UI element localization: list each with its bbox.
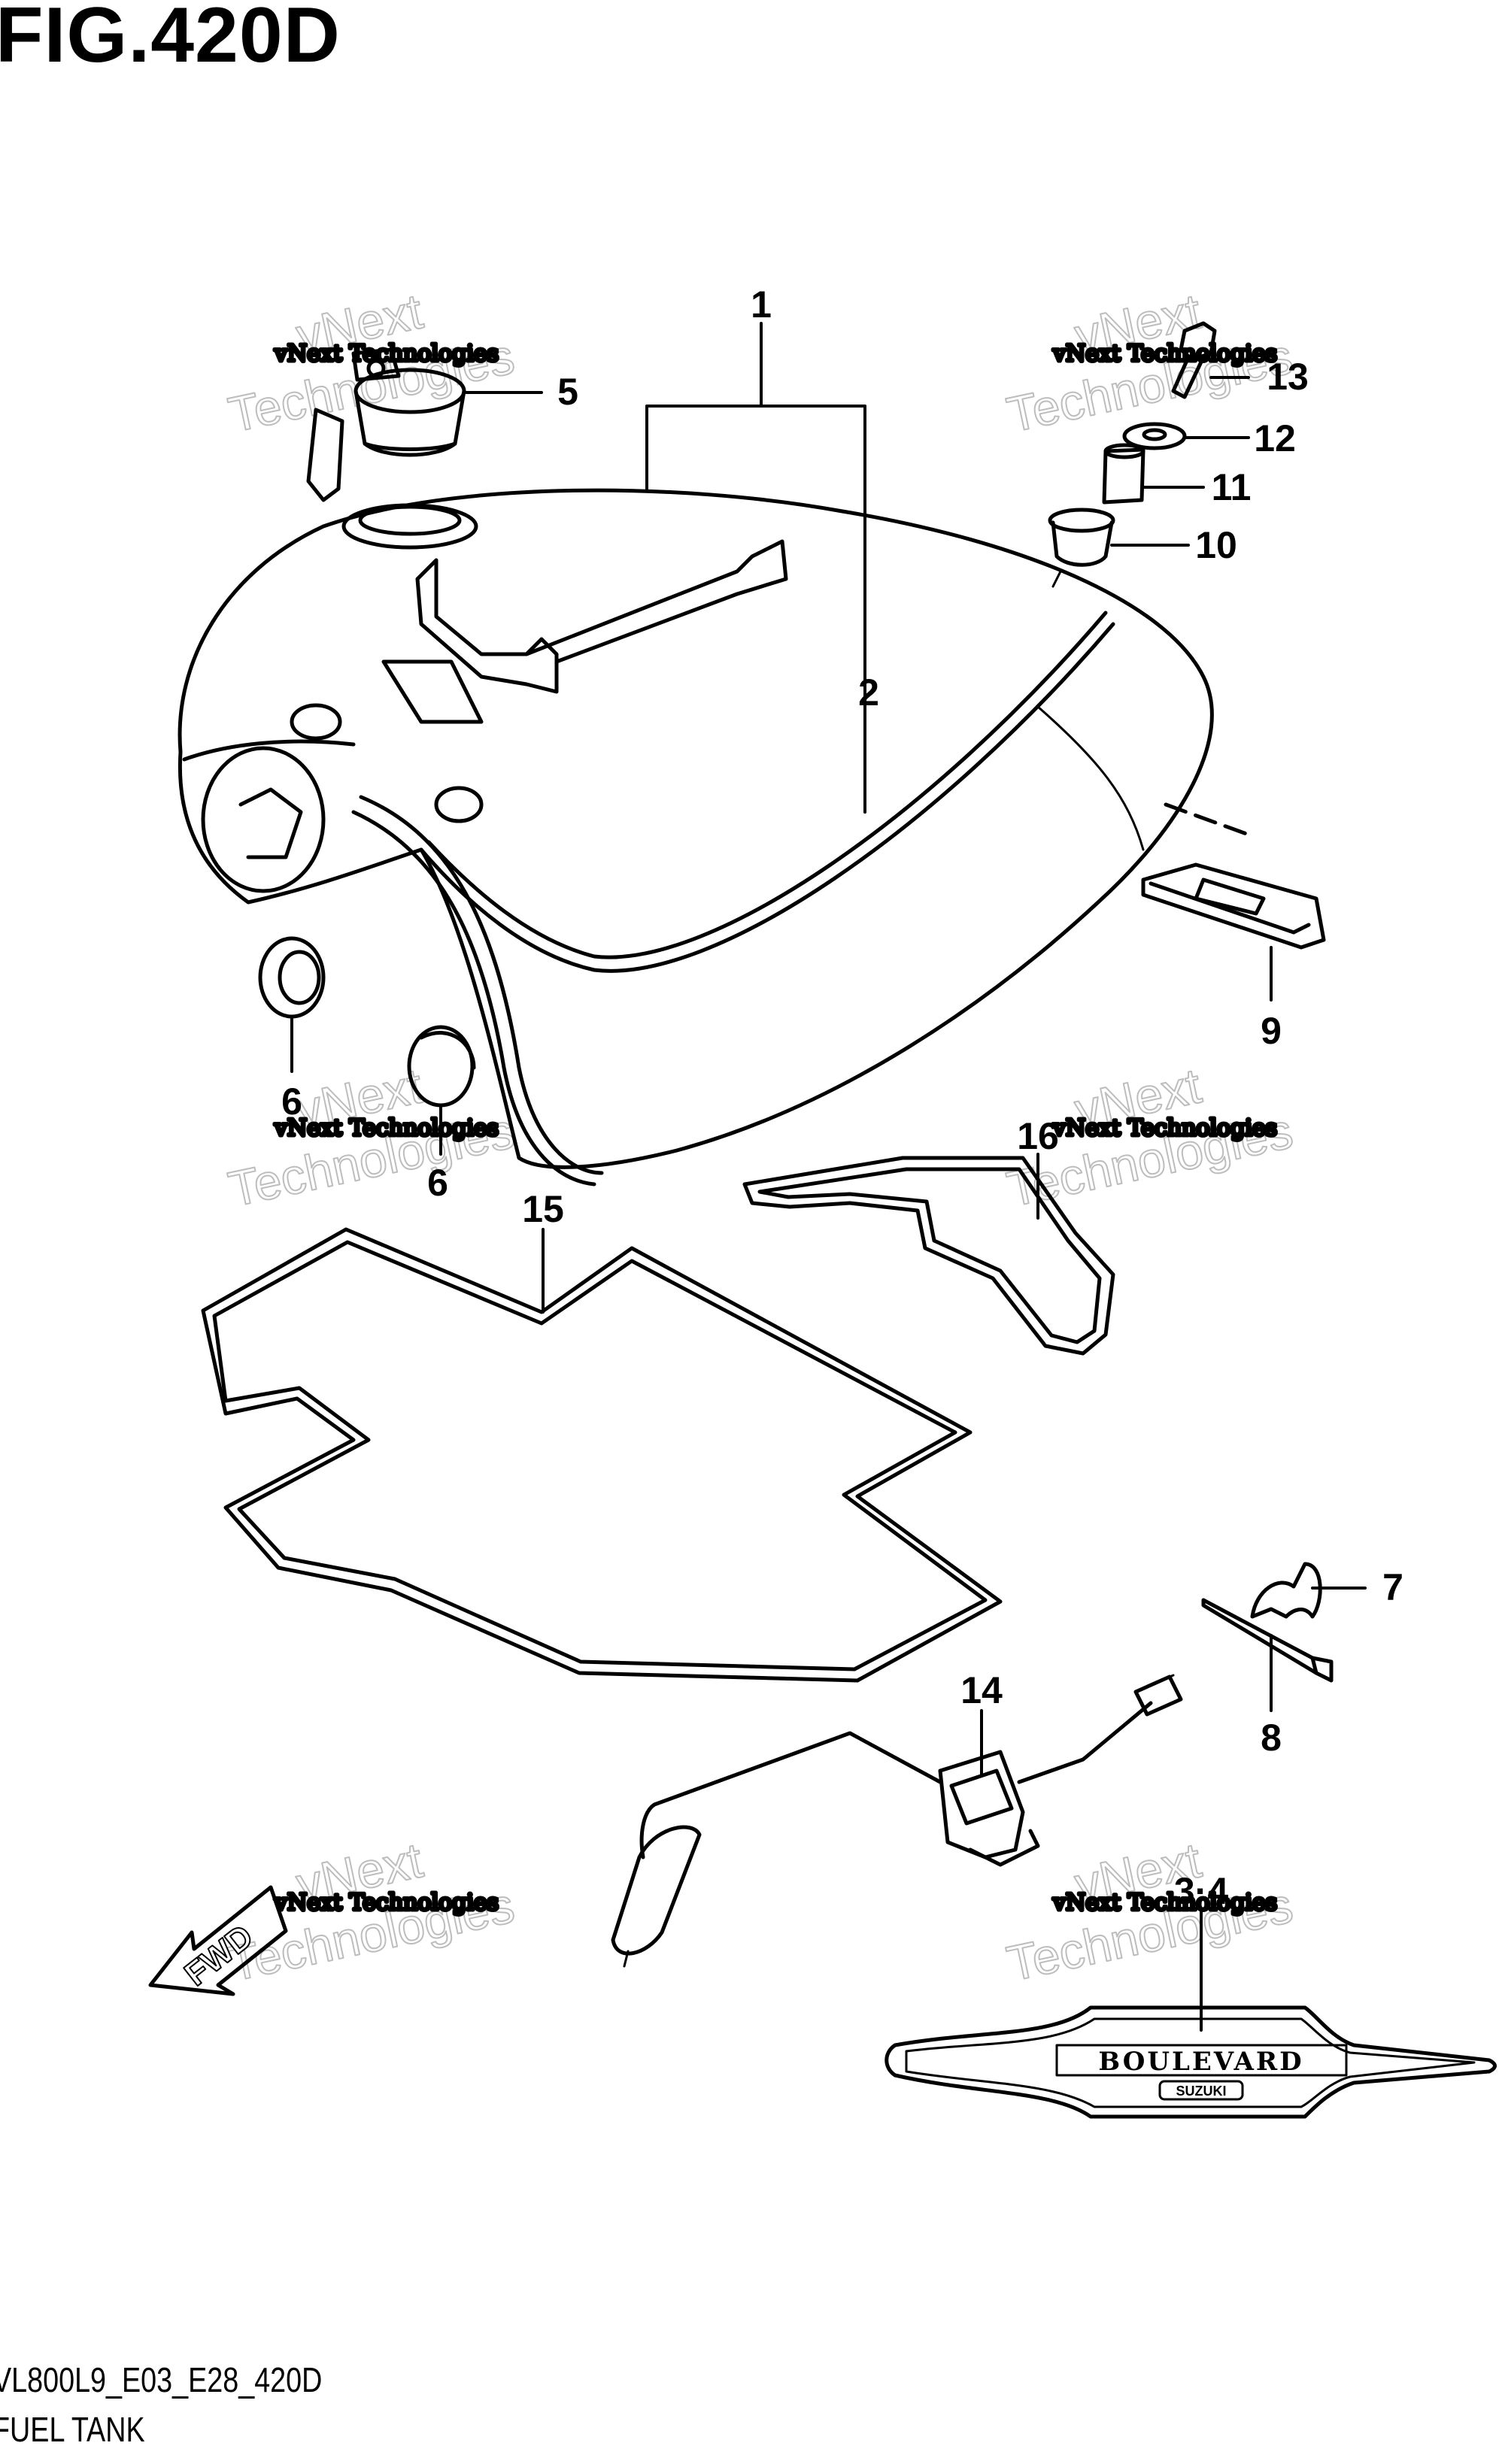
strap-8 xyxy=(1201,1598,1334,1683)
callout-6b: 6 xyxy=(427,1162,448,1204)
cushion-6a xyxy=(258,936,326,1019)
tank-pad-9 xyxy=(1141,802,1326,950)
callout-14: 14 xyxy=(960,1669,1003,1711)
svg-text:vNext Technologies: vNext Technologies xyxy=(274,341,499,367)
svg-text:vNext Technologies: vNext Technologies xyxy=(1052,1115,1277,1141)
watermark-top-right: Technologies vNext vNext Technologies xyxy=(1002,282,1298,443)
mounting-bolt-13 xyxy=(1171,321,1217,399)
clamp-7 xyxy=(1250,1562,1322,1619)
cushion-6b xyxy=(407,1025,476,1108)
seal-16 xyxy=(742,1156,1115,1356)
svg-text:vNext Technologies: vNext Technologies xyxy=(1052,1890,1277,1916)
boulevard-emblem: BOULEVARD SUZUKI xyxy=(885,2005,1497,2119)
callout-13: 13 xyxy=(1267,356,1309,398)
callout-8: 8 xyxy=(1261,1717,1282,1759)
svg-text:vNext Technologies: vNext Technologies xyxy=(274,1890,499,1916)
figure-title: FIG.420D xyxy=(0,0,341,79)
watermark-bottom-left: Technologies vNext vNext Technologies xyxy=(223,1831,520,1992)
svg-text:vNext Technologies: vNext Technologies xyxy=(1052,341,1277,367)
callout-7: 7 xyxy=(1382,1566,1403,1608)
callout-9: 9 xyxy=(1261,1010,1282,1052)
leader-lines xyxy=(290,322,1367,2032)
callout-2: 2 xyxy=(858,671,879,714)
callout-1: 1 xyxy=(751,283,772,326)
callout-16: 16 xyxy=(1017,1115,1059,1157)
callout-6a: 6 xyxy=(281,1080,302,1123)
fuel-cap xyxy=(306,347,466,502)
collar-11 xyxy=(1102,443,1145,505)
figure-name: FUEL TANK xyxy=(0,2410,145,2449)
callout-3-4: 3·4 xyxy=(1174,1870,1228,1912)
callout-11: 11 xyxy=(1212,466,1252,508)
callout-10: 10 xyxy=(1195,524,1237,566)
callouts: 1 2 3·4 5 6 6 7 8 9 10 11 12 13 14 15 16 xyxy=(281,283,1403,1912)
seal-15 xyxy=(201,1227,1003,1683)
svg-text:vNext Technologies: vNext Technologies xyxy=(274,1115,499,1141)
emblem-subtext: SUZUKI xyxy=(1176,2084,1227,2099)
fuel-level-gauge-14 xyxy=(611,1674,1183,1968)
watermark-mid-left: Technologies vNext vNext Technologies xyxy=(223,1056,520,1217)
emblem-text: BOULEVARD xyxy=(1098,2047,1303,2077)
watermark-bottom-right: Technologies vNext vNext Technologies xyxy=(1002,1831,1298,1992)
callout-5: 5 xyxy=(557,371,578,413)
callout-15: 15 xyxy=(522,1188,564,1230)
cushion-10 xyxy=(1048,508,1115,588)
callout-12: 12 xyxy=(1254,417,1296,459)
fuel-tank xyxy=(178,488,1214,1187)
watermark-top-left: Technologies vNext vNext Technologies xyxy=(223,282,520,443)
model-code: VL800L9_E03_E28_420D xyxy=(0,2360,323,2399)
